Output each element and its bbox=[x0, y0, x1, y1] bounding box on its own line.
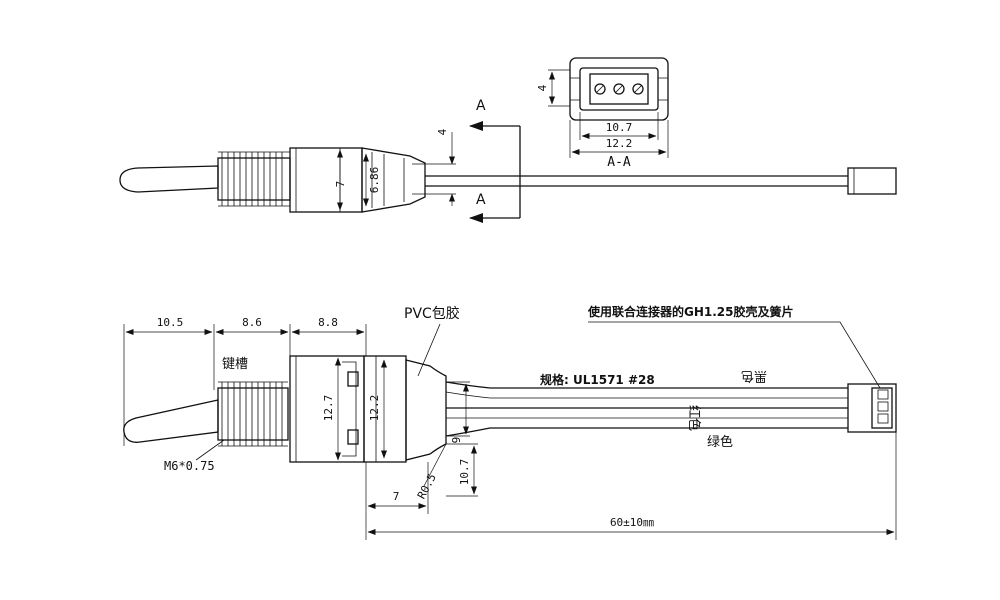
bottom-view: 10.5 8.6 8.8 键槽 bbox=[123, 304, 897, 540]
dim-body1-length: 8.6 bbox=[242, 316, 262, 329]
section-view: 4 10.7 12.2 A-A bbox=[536, 57, 669, 170]
dim-top-body-height: 7 bbox=[334, 181, 347, 188]
switch-body-top bbox=[289, 147, 363, 213]
section-title: A-A bbox=[607, 155, 631, 170]
section-mark-a-top: A bbox=[476, 98, 486, 114]
wire-black bbox=[445, 381, 848, 389]
section-outer bbox=[569, 57, 669, 121]
label-spec: 规格: UL1571 #28 bbox=[540, 372, 655, 387]
dim-wire-spread: 9 bbox=[450, 437, 463, 444]
boot-top bbox=[361, 147, 426, 213]
dim-section-height: 4 bbox=[536, 84, 549, 91]
label-wire-green: 绿色 bbox=[707, 434, 733, 450]
top-view: 7 6.86 4 A A bbox=[119, 98, 897, 223]
label-pvc: PVC包胶 bbox=[404, 305, 460, 322]
dim-radius: R0.5 bbox=[415, 472, 439, 502]
section-mark-a-bottom: A bbox=[476, 192, 486, 208]
dim-section-inner-width: 10.7 bbox=[606, 121, 633, 134]
label-wire-red: 红色 bbox=[686, 405, 702, 431]
pin-hole bbox=[613, 83, 625, 95]
connector-top bbox=[847, 167, 897, 195]
lever-bottom bbox=[123, 399, 219, 443]
boot-bottom bbox=[405, 359, 447, 461]
lever-top bbox=[119, 165, 219, 193]
dim-boot-length: 7 bbox=[393, 490, 400, 503]
dim-thread-length: 10.5 bbox=[157, 316, 184, 329]
connector-bottom bbox=[847, 383, 897, 433]
pin-hole bbox=[632, 83, 644, 95]
dim-end-height: 10.7 bbox=[458, 459, 471, 486]
dim-top-clip-gap: 4 bbox=[436, 128, 449, 135]
label-thread-spec: M6*0.75 bbox=[164, 459, 215, 473]
dim-collar-height: 12.2 bbox=[368, 395, 381, 422]
dim-cable-length: 60±10㎜ bbox=[610, 516, 654, 529]
dim-section-outer-width: 12.2 bbox=[606, 137, 633, 150]
label-keyway: 键槽 bbox=[222, 357, 248, 372]
dim-body-height: 12.7 bbox=[322, 395, 335, 422]
threaded-bushing-bottom bbox=[217, 381, 289, 447]
label-wire-black: 黑色 bbox=[741, 368, 767, 384]
pin-hole bbox=[594, 83, 606, 95]
dim-body2-length: 8.8 bbox=[318, 316, 338, 329]
threaded-bushing-top bbox=[217, 151, 291, 207]
wire-green bbox=[445, 427, 848, 437]
label-connector-note: 使用联合连接器的GH1.25胶壳及簧片 bbox=[587, 304, 794, 319]
dim-top-taper-height: 6.86 bbox=[368, 167, 381, 194]
